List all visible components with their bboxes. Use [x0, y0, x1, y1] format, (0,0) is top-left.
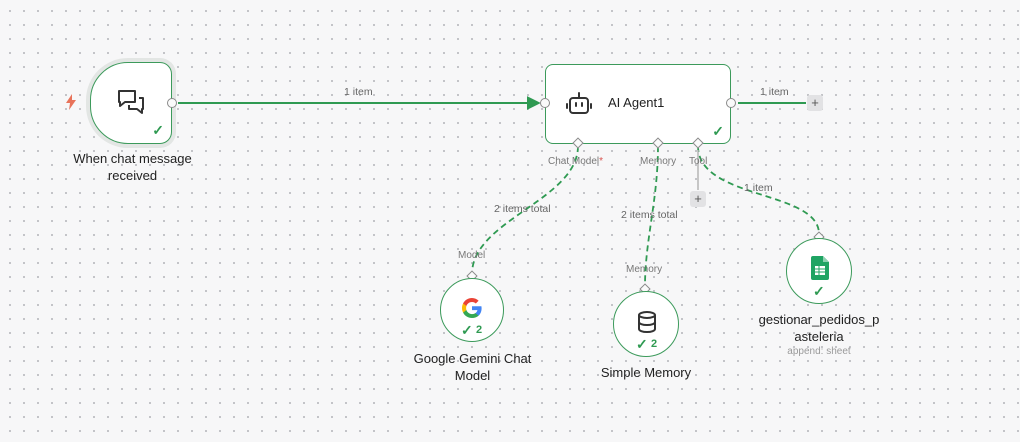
success-check-icon: ✓ — [813, 283, 825, 299]
tool-port-label: Tool — [689, 156, 708, 167]
robot-icon — [566, 91, 592, 117]
agent-node[interactable]: AI Agent1 ✓ — [545, 64, 731, 144]
add-node-button[interactable]: + — [807, 95, 823, 111]
memory-port-label: Memory — [640, 156, 677, 167]
edge-tool-to-agent[interactable] — [697, 145, 820, 235]
edge-label-tool-to-agent: 1 item — [744, 182, 773, 194]
chat-bubbles-icon — [115, 87, 147, 119]
edge-model-to-agent[interactable] — [471, 145, 579, 275]
google-sheets-icon — [811, 256, 829, 280]
run-count-badge: 2 — [476, 324, 483, 336]
memory-node-label: Simple Memory — [600, 365, 692, 380]
sheets-node-subtitle: append: sheet — [787, 346, 851, 357]
sheets-node[interactable]: ✓ — [786, 238, 852, 304]
edge-label-model-to-agent: 2 items total — [494, 203, 551, 215]
edge-label-memory-to-agent: 2 items total — [621, 209, 678, 221]
trigger-output-handle[interactable] — [167, 98, 177, 108]
database-icon — [635, 310, 659, 334]
edge-label-trigger-to-agent: 1 item — [344, 86, 373, 98]
success-check-icon: ✓ — [461, 322, 473, 338]
memory-node-port-label: Memory — [626, 264, 663, 275]
gemini-node[interactable]: ✓ 2 — [440, 278, 504, 342]
agent-input-handle[interactable] — [540, 98, 550, 108]
add-tool-button[interactable]: + — [690, 191, 706, 207]
agent-output-handle[interactable] — [726, 98, 736, 108]
memory-node[interactable]: ✓ 2 — [613, 291, 679, 357]
success-check-icon: ✓ — [712, 123, 724, 139]
success-check-icon: ✓ — [152, 122, 164, 138]
success-check-icon: ✓ — [636, 336, 648, 352]
gemini-node-label: Google Gemini Chat Model — [413, 351, 532, 383]
gemini-port-label: Model — [458, 250, 486, 261]
lightning-bolt-icon — [64, 94, 78, 110]
edge-label-agent-output: 1 item — [760, 86, 789, 98]
edge-memory-to-agent[interactable] — [644, 145, 659, 287]
agent-node-label: AI Agent1 — [608, 95, 665, 110]
trigger-node[interactable]: ✓ — [90, 62, 172, 144]
google-g-icon — [460, 296, 484, 320]
run-count-badge: 2 — [651, 338, 658, 350]
trigger-node-label: When chat message received — [73, 151, 192, 183]
chat-model-port-label: Chat Model* — [548, 156, 604, 167]
